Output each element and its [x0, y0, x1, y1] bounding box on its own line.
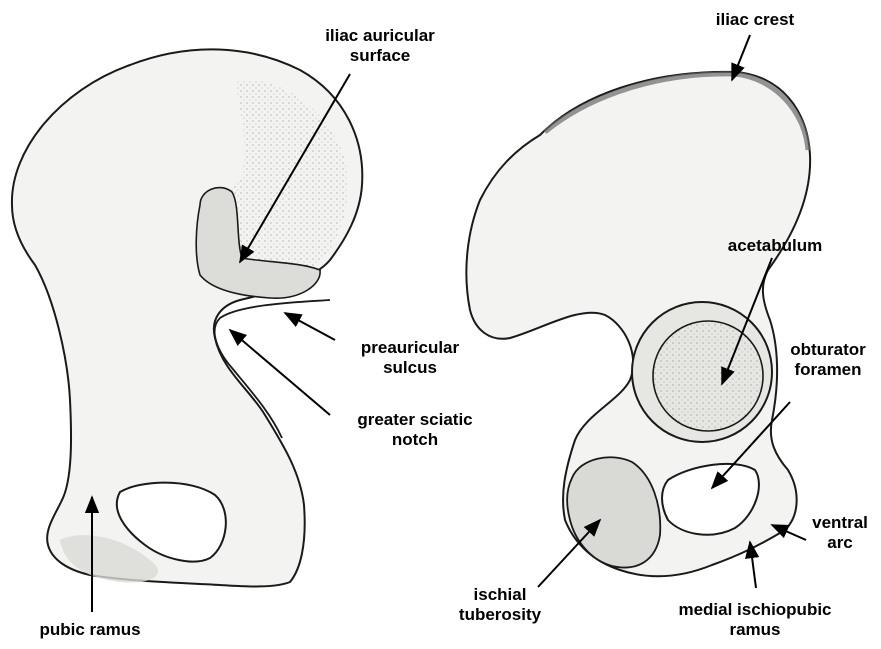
arrow-medial-ischiopubic-ramus [750, 542, 756, 588]
label-ventral-arc: ventral arc [800, 513, 880, 553]
arrow-preauricular-sulcus [285, 313, 335, 340]
label-obturator-foramen: obturator foramen [775, 340, 881, 380]
label-ischial-tuberosity: ischial tuberosity [440, 585, 560, 625]
acetabulum-lunate [653, 321, 763, 431]
right-hip-bone [466, 72, 810, 576]
label-preauricular-sulcus: preauricular sulcus [345, 338, 475, 378]
left-hip-bone [12, 49, 362, 586]
label-greater-sciatic-notch: greater sciatic notch [335, 410, 495, 450]
label-iliac-auricular-surface: iliac auricular surface [300, 26, 460, 66]
label-medial-ischiopubic-ramus: medial ischiopubic ramus [660, 600, 850, 640]
label-acetabulum: acetabulum [715, 236, 835, 256]
label-iliac-crest: iliac crest [695, 10, 815, 30]
label-pubic-ramus: pubic ramus [10, 620, 170, 640]
